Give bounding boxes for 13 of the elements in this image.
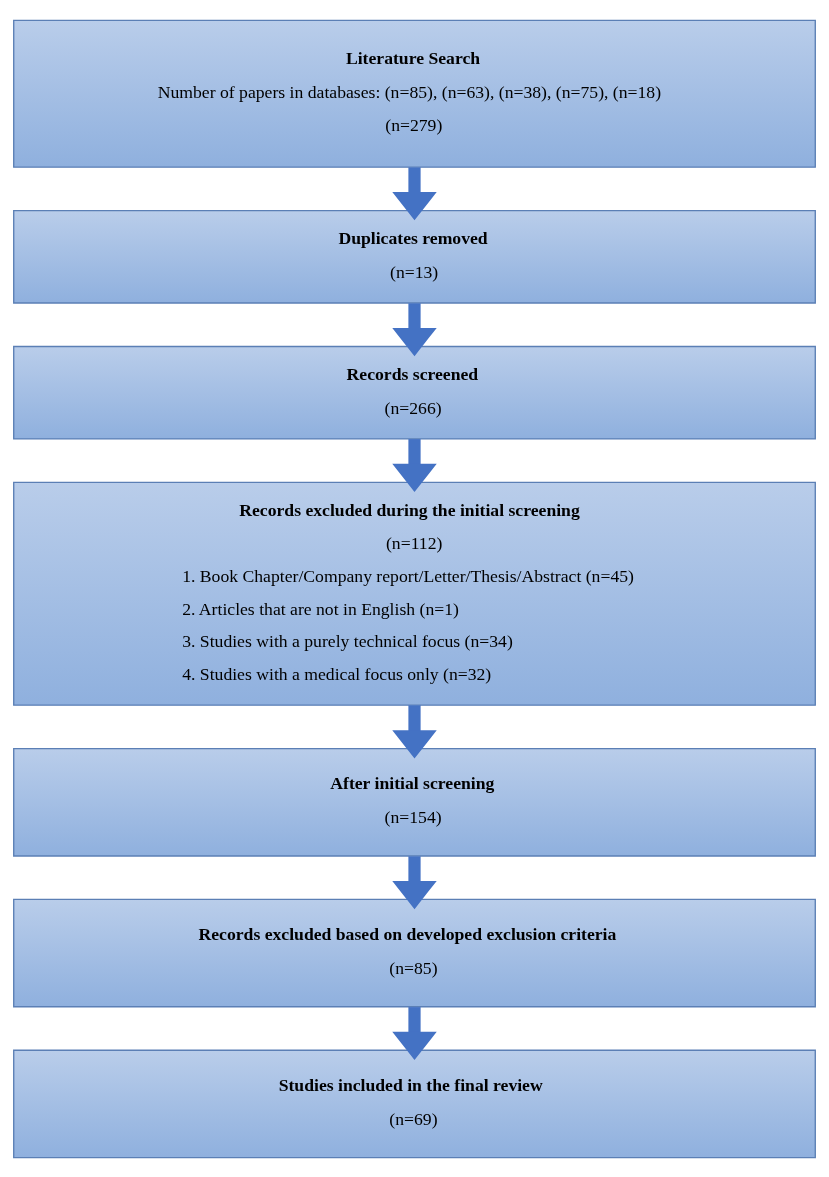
node-box: After initial screening (n=154) xyxy=(13,747,816,857)
arrow xyxy=(392,704,437,758)
arrow xyxy=(392,855,437,909)
arrow xyxy=(392,166,437,220)
node-box: Records excluded based on developed exclusion criteria (n=85) xyxy=(13,898,816,1007)
arrow xyxy=(392,302,437,356)
arrow xyxy=(392,1006,437,1060)
node-box: Studies included in the final review (n=69) xyxy=(13,1049,816,1158)
arrow xyxy=(392,438,437,492)
node-box: Records screened (n=266) xyxy=(13,345,816,440)
node-box: Records excluded during the initial screening (n=112) 1. Book Chapter/Company report/Letter/Thesis/Abstract (n=45) 2. Articles that are not in English (n=1) 3. Studies with a purely technical focus (n=34) 4. Studies with a medical focus only (n=32) xyxy=(13,481,816,706)
node-box: Literature Search Number of papers in databases: (n=85), (n=63), (n=38), (n=75), (n=18) (n=279) xyxy=(13,19,816,168)
node-box: Duplicates removed (n=13) xyxy=(13,209,816,304)
